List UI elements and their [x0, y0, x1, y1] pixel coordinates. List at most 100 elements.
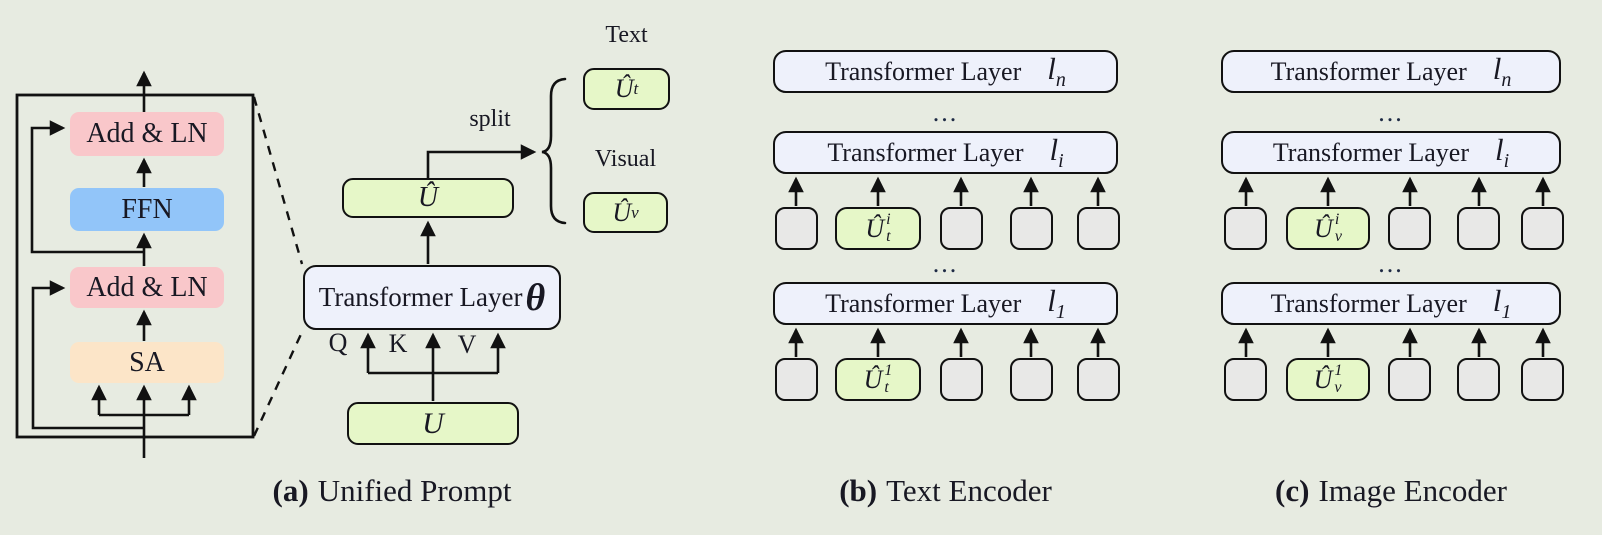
c-transformer-layer-1: Transformer Layer l1: [1221, 282, 1561, 325]
layer-sub: 1: [1501, 301, 1512, 324]
transformer-layer-theta-box: Transformer Layer θ: [303, 265, 561, 330]
theta-symbol: θ: [525, 276, 546, 319]
caption-c: (c)Image Encoder: [1221, 473, 1561, 509]
c-token: [1521, 358, 1564, 401]
layer-symbol: l: [1494, 131, 1504, 167]
panel-a-prompt-wires: [360, 77, 567, 401]
sa-block: SA: [70, 342, 224, 383]
c-token: [1457, 207, 1500, 250]
visual-branch-label: Visual: [594, 146, 657, 172]
token-symbol: Û: [1313, 364, 1333, 394]
u-hat-symbol: Û: [417, 182, 439, 213]
caption-a-prefix: (a): [272, 473, 309, 508]
add-ln-top-label: Add & LN: [86, 118, 208, 149]
b-token: [775, 358, 818, 401]
layer-label: Transformer Layer: [825, 56, 1022, 86]
b-ellipsis-top: ...: [932, 98, 959, 127]
layer-sub: i: [1058, 150, 1064, 173]
add-ln-top-block: Add & LN: [70, 112, 224, 156]
token-sup: i: [1334, 210, 1340, 228]
layer-label: Transformer Layer: [1270, 56, 1467, 86]
q-label: Q: [328, 328, 348, 357]
add-ln-bottom-block: Add & LN: [70, 267, 224, 308]
u-hat-t-sub: t: [633, 79, 639, 98]
ffn-block: FFN: [70, 188, 224, 231]
zoom-dash-top: [252, 96, 304, 265]
ffn-label: FFN: [121, 193, 173, 225]
u-input-box: U: [347, 402, 519, 445]
residual-skip-lower: [31, 280, 144, 430]
token-sub: v: [1334, 227, 1342, 245]
panel-b-wires: [788, 176, 1106, 357]
panel-a-block-wires: [15, 70, 304, 458]
b-token: [775, 207, 818, 250]
v-label: V: [457, 330, 477, 359]
layer-sub: n: [1501, 69, 1512, 92]
token-symbol: Û: [865, 213, 885, 243]
add-ln-bottom-label: Add & LN: [86, 271, 208, 303]
caption-c-prefix: (c): [1275, 473, 1310, 508]
k-label: K: [388, 329, 408, 358]
token-sub: v: [1334, 378, 1342, 396]
caption-a: (a)Unified Prompt: [192, 473, 592, 509]
c-token: [1224, 358, 1267, 401]
zoom-dash-bottom: [252, 331, 304, 437]
u-hat-v-sub: v: [631, 202, 639, 222]
c-token: [1388, 207, 1431, 250]
token-sub: t: [886, 227, 891, 245]
u-hat-output-box: Û: [342, 178, 514, 218]
layer-sub: 1: [1055, 301, 1066, 324]
b-token: [1010, 207, 1053, 250]
layer-symbol: l: [1047, 50, 1056, 86]
b-token: [940, 207, 983, 250]
b-ellipsis-bottom: ...: [932, 249, 959, 278]
c-token: [1224, 207, 1267, 250]
c-token: [1521, 207, 1564, 250]
caption-b-prefix: (b): [839, 473, 878, 508]
caption-c-text: Image Encoder: [1318, 473, 1507, 508]
layer-symbol: l: [1492, 50, 1502, 86]
b-token: [1077, 358, 1120, 401]
c-transformer-layer-n: Transformer Layer ln: [1221, 50, 1561, 93]
layer-sub: n: [1055, 69, 1066, 92]
layer-label: Transformer Layer: [1270, 288, 1467, 318]
b-transformer-layer-i: Transformer Layer li: [773, 131, 1118, 174]
token-symbol: Û: [1314, 213, 1333, 243]
token-sup: 1: [884, 361, 893, 379]
c-ellipsis-bottom: ...: [1378, 249, 1404, 278]
c-ellipsis-top: ...: [1378, 98, 1404, 127]
layer-label: Transformer Layer: [827, 137, 1024, 167]
layer-sub: i: [1503, 150, 1510, 173]
split-brace: [541, 77, 567, 225]
layer-symbol: l: [1047, 282, 1056, 318]
layer-label: Transformer Layer: [825, 288, 1022, 318]
b-token: [1077, 207, 1120, 250]
split-arrow: [426, 144, 537, 179]
caption-a-text: Unified Prompt: [317, 473, 512, 508]
b-transformer-layer-n: Transformer Layer ln: [773, 50, 1118, 93]
b-token: [940, 358, 983, 401]
u-hat-v-symbol: Û: [612, 197, 632, 227]
sa-label: SA: [129, 346, 165, 378]
split-label: split: [469, 106, 511, 132]
caption-b-text: Text Encoder: [886, 473, 1052, 508]
token-sub: t: [884, 378, 889, 396]
u-hat-t-symbol: Û: [614, 74, 634, 103]
layer-label: Transformer Layer: [1272, 137, 1469, 167]
c-token: [1457, 358, 1500, 401]
token-sup: 1: [1334, 361, 1343, 379]
c-token: [1388, 358, 1431, 401]
transformer-layer-label: Transformer Layer: [318, 282, 523, 312]
panel-c-wires: [1238, 176, 1551, 357]
b-token: [1010, 358, 1053, 401]
token-symbol: Û: [863, 364, 883, 394]
c-transformer-layer-i: Transformer Layer li: [1221, 131, 1561, 174]
layer-symbol: l: [1049, 131, 1059, 167]
token-sup: i: [886, 210, 891, 228]
